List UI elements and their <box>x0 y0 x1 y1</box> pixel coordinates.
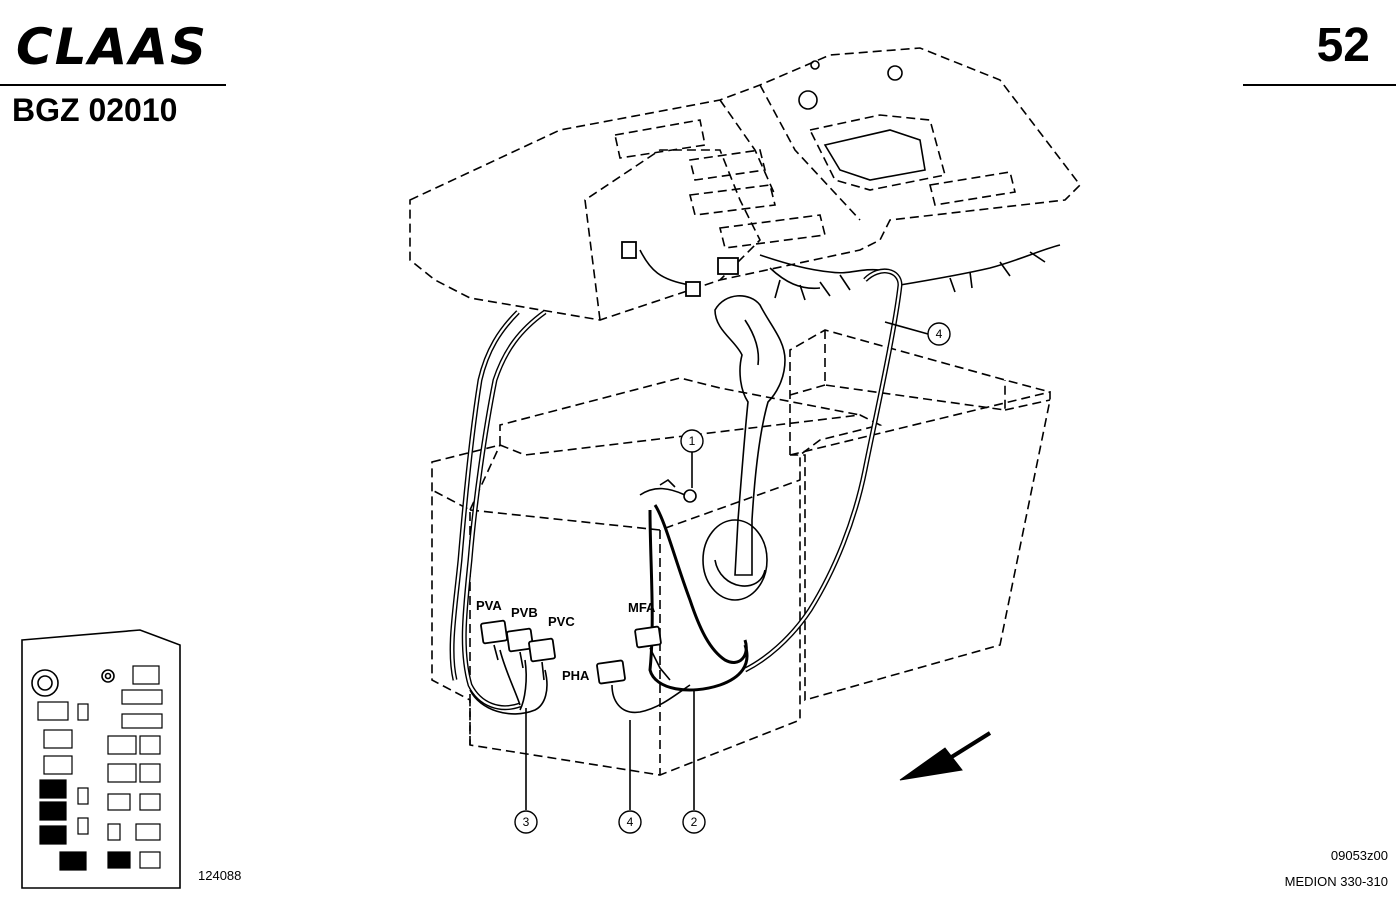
connector-label-pha: PHA <box>562 668 590 683</box>
callout-2: 2 <box>682 810 706 834</box>
callout-4-top-label: 4 <box>936 327 943 341</box>
cable-4-upper <box>743 268 903 673</box>
cable-3 <box>449 309 548 715</box>
callout-3-label: 3 <box>523 815 530 829</box>
rear-compartment-outline <box>789 329 1051 702</box>
callout-leaders <box>525 321 929 810</box>
callout-1-label: 1 <box>689 434 696 448</box>
connector-label-pva: PVA <box>476 598 502 613</box>
callout-4-bottom-label: 4 <box>627 815 634 829</box>
direction-arrow <box>899 731 992 781</box>
callout-2-label: 2 <box>691 815 698 829</box>
claas-logo: CLAAS <box>16 18 208 70</box>
dashboard-console-outline <box>409 47 1082 321</box>
connector-label-pvc: PVC <box>548 614 575 629</box>
locator-panel <box>21 629 181 889</box>
callout-4-top: 4 <box>927 322 951 346</box>
page-number: 52 <box>1316 19 1370 72</box>
drawing-number: 124088 <box>198 868 242 883</box>
header-rule-right <box>1243 84 1396 86</box>
cable-2 <box>639 478 749 692</box>
cab-floor-outline <box>431 377 883 776</box>
callout-1: 1 <box>680 429 704 453</box>
header-rule-left <box>0 84 226 86</box>
connector-plugs <box>480 619 691 714</box>
model-name: MEDION 330-310 <box>1284 874 1388 889</box>
callout-4-bottom: 4 <box>618 810 642 834</box>
connector-label-pvb: PVB <box>511 605 538 620</box>
gear-lever <box>702 295 786 601</box>
callout-3: 3 <box>514 810 538 834</box>
dashboard-wiring <box>621 241 1061 301</box>
document-code: BGZ 02010 <box>12 92 178 128</box>
brand-logo-text: CLAAS <box>16 18 208 70</box>
image-code: 09053z00 <box>1330 848 1388 863</box>
connector-label-mfa: MFA <box>628 600 656 615</box>
